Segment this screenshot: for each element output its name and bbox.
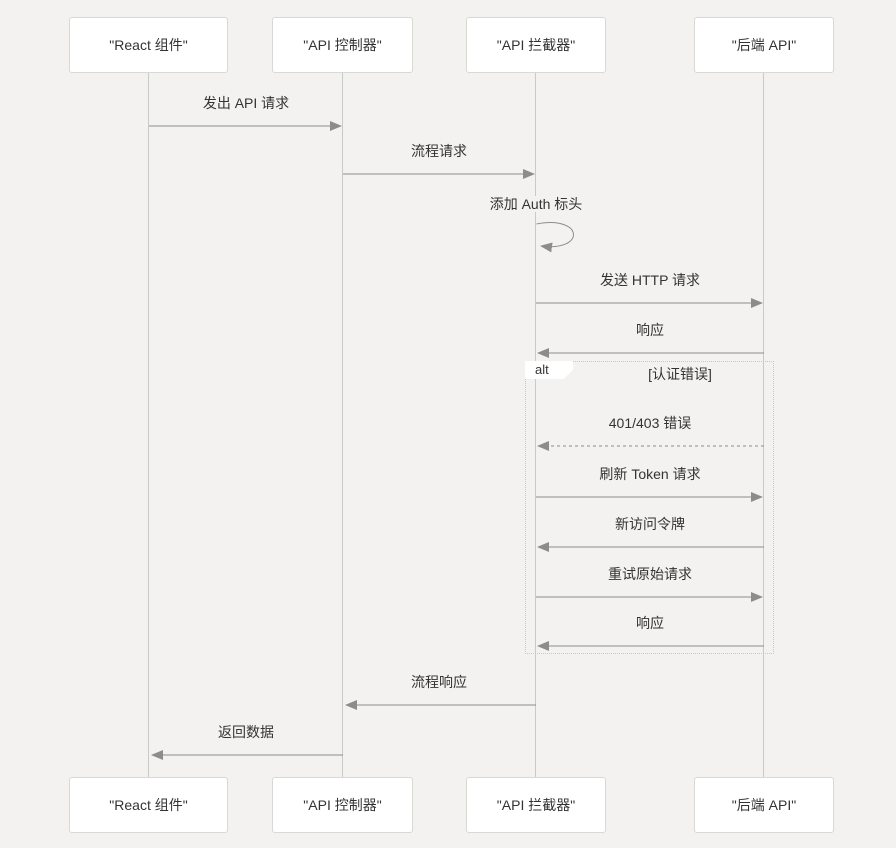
actor-label: "后端 API" xyxy=(731,37,797,53)
actor-label: "API 拦截器" xyxy=(496,797,576,813)
actor-bottom-backend-api: "后端 API" xyxy=(694,777,834,833)
message-label-2: 流程请求 xyxy=(411,143,467,159)
message-label-5: 响应 xyxy=(636,322,664,338)
message-label-4: 发送 HTTP 请求 xyxy=(599,272,701,288)
message-label-7: 刷新 Token 请求 xyxy=(599,466,701,482)
message-label-1: 发出 API 请求 xyxy=(202,95,290,111)
actor-top-api-interceptor: "API 拦截器" xyxy=(466,17,606,73)
message-label-6: 401/403 错误 xyxy=(608,415,692,431)
actor-top-react-component: "React 组件" xyxy=(69,17,228,73)
actor-top-api-controller: "API 控制器" xyxy=(272,17,413,73)
message-label-3-self: 添加 Auth 标头 xyxy=(487,196,585,212)
actor-label: "API 拦截器" xyxy=(496,37,576,53)
actor-label: "后端 API" xyxy=(731,797,797,813)
actor-bottom-api-interceptor: "API 拦截器" xyxy=(466,777,606,833)
actor-label: "React 组件" xyxy=(109,797,188,813)
alt-condition-label: [认证错误] xyxy=(648,366,712,382)
message-label-8: 新访问令牌 xyxy=(615,516,685,532)
actor-label: "React 组件" xyxy=(109,37,188,53)
actor-bottom-react-component: "React 组件" xyxy=(69,777,228,833)
actor-label: "API 控制器" xyxy=(303,797,382,813)
actor-bottom-api-controller: "API 控制器" xyxy=(272,777,413,833)
actor-label: "API 控制器" xyxy=(303,37,382,53)
message-label-12: 返回数据 xyxy=(218,724,274,740)
alt-fragment-frame xyxy=(525,361,774,654)
message-label-10: 响应 xyxy=(636,615,664,631)
alt-label-tab: alt xyxy=(525,361,573,379)
message-label-9: 重试原始请求 xyxy=(608,566,692,582)
self-message-loop xyxy=(536,222,574,253)
message-label-11: 流程响应 xyxy=(411,674,467,690)
actor-top-backend-api: "后端 API" xyxy=(694,17,834,73)
